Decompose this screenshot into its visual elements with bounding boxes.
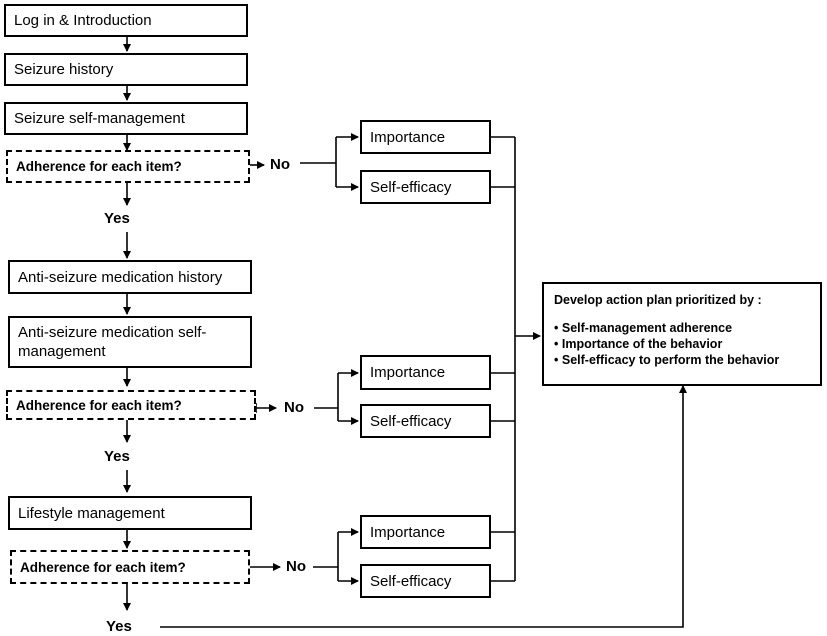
adherence-decision-2: Adherence for each item? xyxy=(6,390,256,420)
adherence-decision-3: Adherence for each item? xyxy=(10,550,250,584)
self-efficacy-box-3: Self-efficacy xyxy=(360,564,491,598)
login-label: Log in & Introduction xyxy=(14,12,152,29)
yes-label-3: Yes xyxy=(106,618,132,635)
no-label-1: No xyxy=(270,156,290,173)
importance-label-2: Importance xyxy=(370,364,446,381)
importance-label-1: Importance xyxy=(370,128,446,146)
asm-self-management-step: Anti-seizure medication self-management xyxy=(8,316,252,368)
action-plan-item: Importance of the behavior xyxy=(554,336,810,352)
lifestyle-label: Lifestyle management xyxy=(18,504,165,522)
seizure-history-step: Seizure history xyxy=(4,53,248,86)
self-efficacy-label-2: Self-efficacy xyxy=(370,412,452,430)
action-plan-title: Develop action plan prioritized by : xyxy=(554,293,762,307)
adherence-decision-1: Adherence for each item? xyxy=(6,150,250,183)
importance-label-3: Importance xyxy=(370,523,446,541)
adherence-question-1: Adherence for each item? xyxy=(16,159,182,174)
adherence-question-3: Adherence for each item? xyxy=(20,559,186,575)
seizure-history-label: Seizure history xyxy=(14,61,114,78)
self-efficacy-box-2: Self-efficacy xyxy=(360,404,491,438)
action-plan-item: Self-management adherence xyxy=(554,320,810,336)
action-plan-list: Self-management adherence Importance of … xyxy=(554,320,810,368)
asm-self-management-label: Anti-seizure medication self-management xyxy=(18,324,207,360)
action-plan-box: Develop action plan prioritized by : Sel… xyxy=(542,282,822,386)
no-label-2: No xyxy=(284,399,304,416)
asm-history-label: Anti-seizure medication history xyxy=(18,268,223,286)
lifestyle-step: Lifestyle management xyxy=(8,496,252,530)
importance-box-1: Importance xyxy=(360,120,491,154)
yes-label-1: Yes xyxy=(104,210,130,227)
self-efficacy-box-1: Self-efficacy xyxy=(360,170,491,204)
adherence-question-2: Adherence for each item? xyxy=(16,397,182,413)
action-plan-item: Self-efficacy to perform the behavior xyxy=(554,352,810,368)
self-efficacy-label-1: Self-efficacy xyxy=(370,178,452,196)
self-efficacy-label-3: Self-efficacy xyxy=(370,572,452,590)
no-label-3: No xyxy=(286,558,306,575)
seizure-self-management-label: Seizure self-management xyxy=(14,110,185,127)
login-step: Log in & Introduction xyxy=(4,4,248,37)
importance-box-2: Importance xyxy=(360,355,491,390)
yes-label-2: Yes xyxy=(104,448,130,465)
seizure-self-management-step: Seizure self-management xyxy=(4,102,248,135)
importance-box-3: Importance xyxy=(360,515,491,549)
asm-history-step: Anti-seizure medication history xyxy=(8,260,252,294)
